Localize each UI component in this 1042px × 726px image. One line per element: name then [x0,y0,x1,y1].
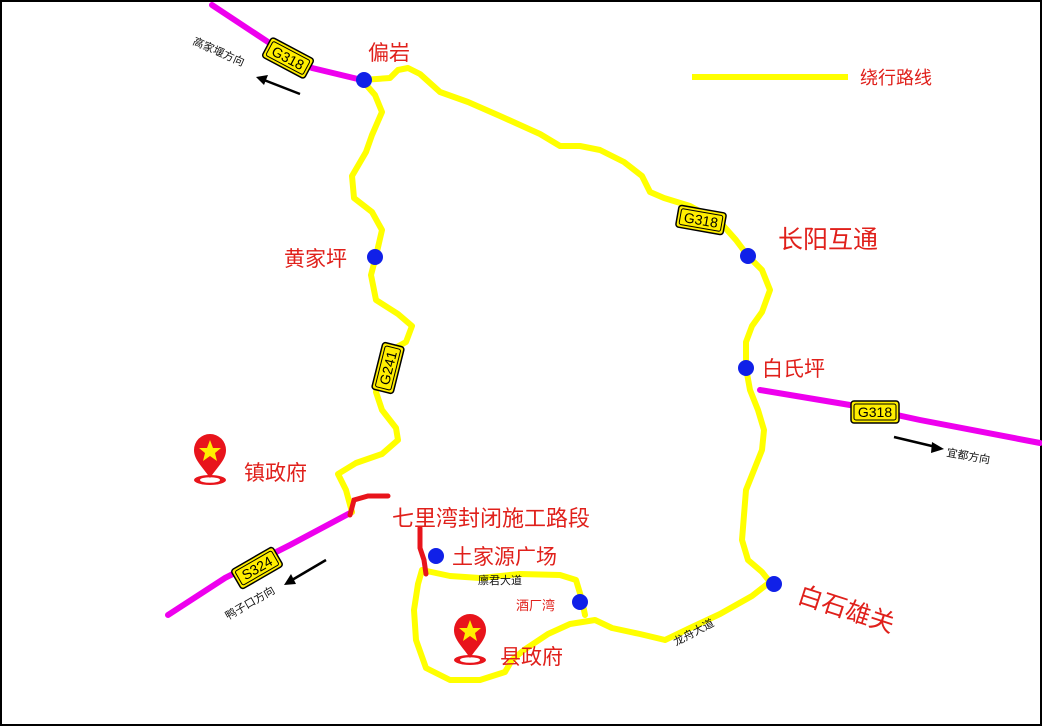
detour-north-east [359,65,773,585]
label-changyang: 长阳互通 [778,225,878,254]
node-baishiping [738,360,754,376]
shield-s324: S324 [231,546,283,590]
arrow-icon [263,78,301,96]
shield-g318-b-label: G318 [683,209,720,231]
label-huangjiaping: 黄家坪 [284,247,347,271]
direction-gaojiayan-label: 高家堰方向 [191,34,247,69]
government-pin-zhen-icon [194,434,226,485]
label-xianzhengfu: 县政府 [500,645,563,669]
label-closure: 七里湾封闭施工路段 [392,507,590,532]
label-baishiping: 白氏坪 [762,357,825,381]
node-jiuchangwan [572,594,588,610]
route-nodes [356,72,782,610]
arrow-icon [291,558,327,582]
government-pin-xian-icon [454,614,486,665]
label-pianyan: 偏岩 [368,41,410,65]
direction-yidu: 宜都方向 [893,435,991,467]
detour-south [411,567,773,683]
arrowhead-icon [284,574,296,585]
g318-east-road [757,387,1042,446]
shield-g241: G241 [371,341,405,395]
arrowhead-icon [931,442,944,453]
detour-route [335,65,773,683]
direction-yidu-label: 宜都方向 [945,445,991,466]
shield-g318-a: G318 [261,37,315,79]
arrow-icon [893,435,937,449]
direction-yazikou-label: 鸭子口方向 [223,583,278,623]
node-pianyan [356,72,372,88]
shield-g318-c: G318 [850,400,900,424]
legend-label: 绕行路线 [860,68,932,89]
label-baishixiongguan: 白石雄关 [794,580,898,638]
label-tujiayuan: 土家源广场 [452,545,557,569]
shield-g318-c-label: G318 [858,404,892,420]
detour-west-loop [335,77,415,515]
label-zhenzhengfu: 镇政府 [244,461,307,485]
arrowhead-icon [256,75,268,85]
node-tujiayuan [428,548,444,564]
label-jiuchangwan: 酒厂湾 [516,598,555,614]
node-baishixiongguan [766,576,782,592]
national-roads [165,2,1042,618]
street-linjun: 廪君大道 [478,573,522,587]
shield-g318-b: G318 [675,204,727,236]
node-huangjiaping [367,249,383,265]
node-changyang [740,248,756,264]
closure-segment [347,493,429,577]
